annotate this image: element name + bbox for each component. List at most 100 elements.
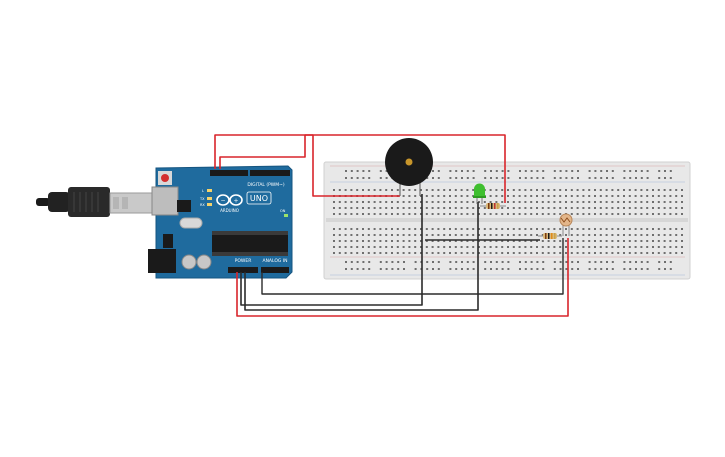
breadboard-hole[interactable]: [623, 213, 625, 215]
breadboard-hole[interactable]: [362, 170, 365, 172]
breadboard-hole[interactable]: [333, 201, 335, 203]
breadboard-hole[interactable]: [530, 246, 533, 248]
breadboard-hole[interactable]: [519, 170, 521, 172]
breadboard-hole[interactable]: [588, 246, 591, 248]
breadboard-hole[interactable]: [367, 228, 370, 230]
breadboard-hole[interactable]: [501, 261, 504, 263]
breadboard-hole[interactable]: [681, 201, 683, 203]
breadboard-hole[interactable]: [489, 240, 492, 242]
breadboard-hole[interactable]: [582, 228, 585, 230]
breadboard-hole[interactable]: [657, 201, 660, 203]
breadboard-hole[interactable]: [582, 240, 585, 242]
breadboard-hole[interactable]: [356, 268, 359, 270]
breadboard-hole[interactable]: [478, 207, 480, 209]
breadboard-hole[interactable]: [489, 246, 492, 248]
breadboard-hole[interactable]: [524, 177, 527, 179]
breadboard-hole[interactable]: [408, 246, 411, 248]
breadboard-hole[interactable]: [681, 207, 683, 209]
breadboard-hole[interactable]: [541, 195, 544, 197]
breadboard-hole[interactable]: [594, 252, 596, 254]
breadboard-hole[interactable]: [605, 201, 608, 203]
breadboard-hole[interactable]: [681, 189, 683, 191]
breadboard-hole[interactable]: [483, 228, 486, 230]
breadboard-hole[interactable]: [571, 261, 574, 263]
breadboard-hole[interactable]: [443, 201, 446, 203]
breadboard-hole[interactable]: [489, 189, 492, 191]
breadboard-hole[interactable]: [489, 252, 492, 254]
breadboard-hole[interactable]: [501, 170, 504, 172]
breadboard-hole[interactable]: [431, 207, 434, 209]
breadboard-hole[interactable]: [512, 195, 515, 197]
breadboard-hole[interactable]: [594, 246, 596, 248]
breadboard-hole[interactable]: [495, 252, 498, 254]
breadboard-hole[interactable]: [518, 201, 521, 203]
breadboard-hole[interactable]: [524, 170, 527, 172]
breadboard-hole[interactable]: [356, 240, 359, 242]
breadboard-hole[interactable]: [669, 234, 672, 236]
breadboard-hole[interactable]: [553, 246, 556, 248]
breadboard-hole[interactable]: [397, 261, 400, 263]
breadboard-hole[interactable]: [495, 170, 498, 172]
breadboard-hole[interactable]: [628, 246, 631, 248]
breadboard-hole[interactable]: [553, 252, 556, 254]
breadboard-hole[interactable]: [599, 228, 602, 230]
breadboard-hole[interactable]: [484, 170, 487, 172]
breadboard-hole[interactable]: [623, 252, 625, 254]
breadboard-hole[interactable]: [367, 201, 370, 203]
breadboard-hole[interactable]: [379, 207, 382, 209]
breadboard-hole[interactable]: [437, 201, 440, 203]
breadboard-hole[interactable]: [495, 195, 498, 197]
breadboard-hole[interactable]: [466, 252, 469, 254]
breadboard[interactable]: [323, 161, 691, 280]
breadboard-hole[interactable]: [507, 261, 510, 263]
breadboard-hole[interactable]: [559, 201, 562, 203]
breadboard-hole[interactable]: [518, 207, 521, 209]
breadboard-hole[interactable]: [362, 228, 364, 230]
breadboard-hole[interactable]: [454, 234, 457, 236]
breadboard-hole[interactable]: [628, 228, 631, 230]
breadboard-hole[interactable]: [565, 268, 568, 270]
arduino-uno[interactable]: DIGITAL (PWM~) POWER ANALOG IN − + ARDUI…: [148, 165, 293, 279]
breadboard-hole[interactable]: [512, 213, 515, 215]
breadboard-hole[interactable]: [368, 261, 371, 263]
breadboard-hole[interactable]: [408, 240, 411, 242]
breadboard-hole[interactable]: [501, 268, 504, 270]
breadboard-hole[interactable]: [617, 240, 620, 242]
breadboard-hole[interactable]: [634, 195, 637, 197]
breadboard-hole[interactable]: [379, 261, 382, 263]
breadboard-hole[interactable]: [420, 189, 422, 191]
resistor-ldr[interactable]: [538, 233, 562, 239]
breadboard-hole[interactable]: [414, 195, 417, 197]
breadboard-hole[interactable]: [356, 207, 359, 209]
breadboard-hole[interactable]: [669, 268, 672, 270]
breadboard-hole[interactable]: [460, 201, 463, 203]
breadboard-hole[interactable]: [524, 213, 527, 215]
breadboard-hole[interactable]: [478, 201, 480, 203]
breadboard-hole[interactable]: [414, 240, 417, 242]
breadboard-hole[interactable]: [605, 228, 608, 230]
breadboard-hole[interactable]: [565, 201, 567, 203]
breadboard-hole[interactable]: [367, 213, 370, 215]
breadboard-hole[interactable]: [640, 201, 643, 203]
breadboard-hole[interactable]: [553, 207, 556, 209]
breadboard-hole[interactable]: [588, 189, 591, 191]
breadboard-hole[interactable]: [356, 252, 359, 254]
breadboard-hole[interactable]: [675, 195, 678, 197]
breadboard-hole[interactable]: [454, 252, 457, 254]
breadboard-hole[interactable]: [367, 252, 370, 254]
breadboard-hole[interactable]: [576, 207, 579, 209]
breadboard-hole[interactable]: [437, 207, 440, 209]
breadboard-hole[interactable]: [466, 189, 469, 191]
breadboard-hole[interactable]: [536, 213, 538, 215]
breadboard-hole[interactable]: [519, 177, 521, 179]
breadboard-hole[interactable]: [571, 170, 574, 172]
breadboard-hole[interactable]: [594, 177, 597, 179]
breadboard-hole[interactable]: [594, 240, 596, 242]
breadboard-hole[interactable]: [565, 234, 567, 236]
breadboard-hole[interactable]: [454, 240, 457, 242]
breadboard-hole[interactable]: [507, 207, 509, 209]
breadboard-hole[interactable]: [657, 246, 660, 248]
breadboard-hole[interactable]: [634, 189, 637, 191]
breadboard-hole[interactable]: [640, 228, 643, 230]
breadboard-hole[interactable]: [362, 246, 364, 248]
